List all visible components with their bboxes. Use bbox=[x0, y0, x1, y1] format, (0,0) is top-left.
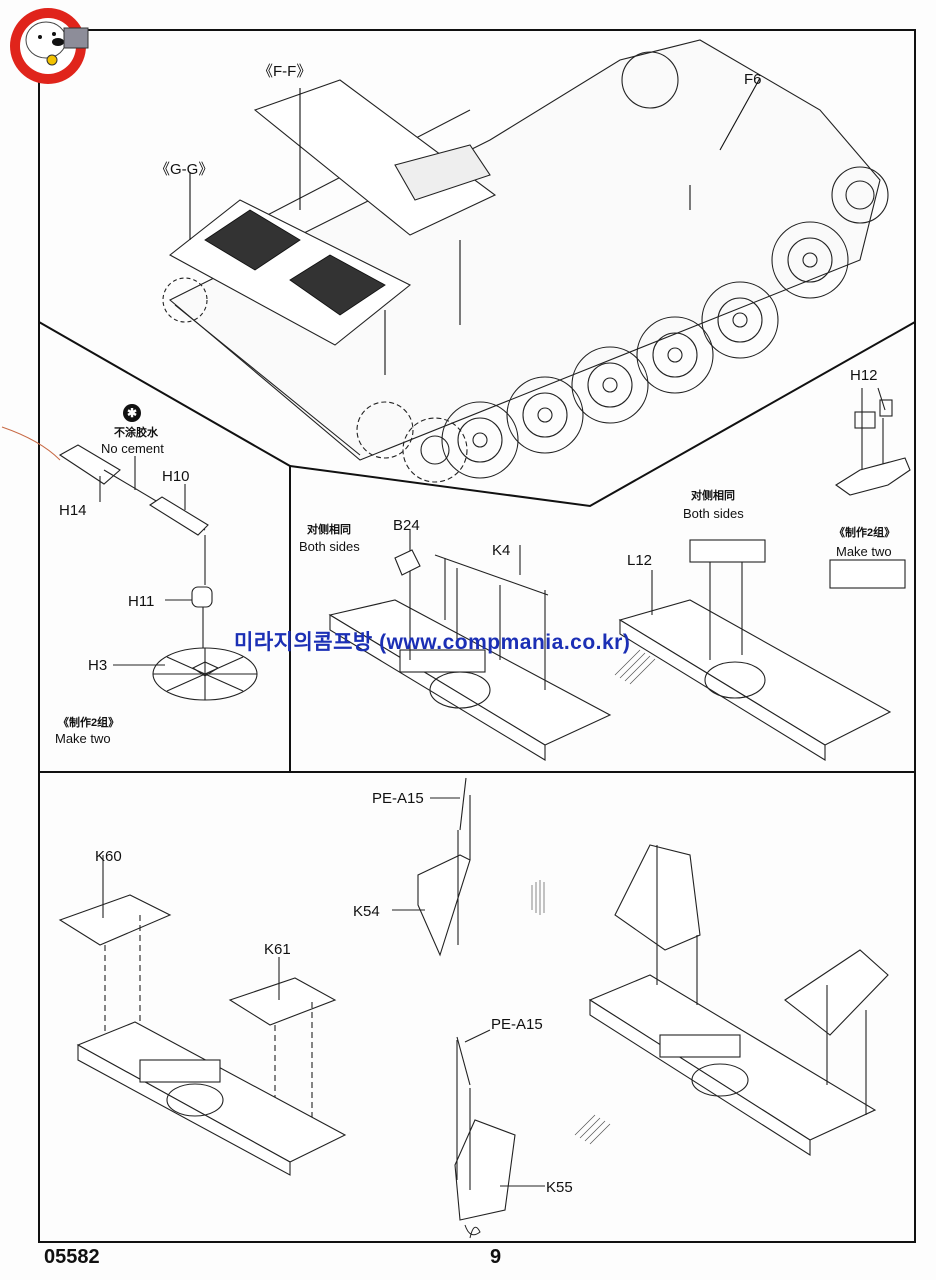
make-two-note-en: Make two bbox=[836, 544, 892, 559]
no-cement-cn: 不涂胶水 bbox=[114, 427, 158, 439]
callout-f6: F6 bbox=[744, 71, 762, 88]
compmania-logo bbox=[10, 8, 89, 84]
hull-floor-plate-right bbox=[618, 539, 906, 761]
callout-h12: H12 bbox=[850, 367, 878, 384]
both-sides-left-en: Both sides bbox=[299, 539, 360, 554]
k55-pe-a15-drawing bbox=[454, 1029, 545, 1221]
watermark-text: 미라지의콤프방 (www.compmania.co.kr) bbox=[234, 631, 631, 654]
step-divider-middle bbox=[289, 321, 916, 508]
callout-gg: 《G-G》 bbox=[155, 161, 214, 178]
idler-axle-drawing bbox=[58, 444, 258, 701]
page-number: 9 bbox=[490, 1246, 502, 1268]
both-sides-left-cn: 对侧相同 bbox=[307, 524, 351, 536]
h12-track-link-drawing bbox=[835, 387, 911, 496]
hull-floor-plate-left bbox=[328, 530, 612, 761]
callout-h10: H10 bbox=[162, 468, 190, 485]
hull-assembly-drawing bbox=[162, 39, 889, 483]
callout-h14: H14 bbox=[59, 502, 87, 519]
no-cement-icon: ✱ bbox=[123, 404, 141, 422]
callout-pe-a15-upper: PE-A15 bbox=[372, 790, 424, 807]
callout-k55: K55 bbox=[546, 1179, 573, 1196]
callout-ff: 《F-F》 bbox=[258, 63, 312, 80]
k60-k61-assembly-drawing bbox=[58, 855, 347, 1176]
page-frame bbox=[38, 29, 916, 1243]
callout-k60: K60 bbox=[95, 848, 122, 865]
both-sides-right-en: Both sides bbox=[683, 506, 744, 521]
make-two-cn: 《制作2组》 bbox=[58, 717, 120, 729]
callout-pe-a15-lower: PE-A15 bbox=[491, 1016, 543, 1033]
callout-b24: B24 bbox=[393, 517, 420, 534]
road-wheels bbox=[441, 166, 889, 479]
both-sides-right-cn: 对侧相同 bbox=[691, 490, 735, 502]
callout-l12: L12 bbox=[627, 552, 653, 569]
no-cement-en: No cement bbox=[101, 441, 164, 456]
callout-k4: K4 bbox=[492, 542, 511, 559]
step-divider-top bbox=[38, 321, 291, 772]
rear-plate-assembled-drawing bbox=[588, 844, 889, 1157]
callout-h11: H11 bbox=[128, 593, 155, 610]
k54-pe-a15-drawing bbox=[392, 777, 471, 957]
ff-engine-deck-panel bbox=[253, 79, 497, 236]
make-two-en: Make two bbox=[55, 731, 111, 746]
callout-k61: K61 bbox=[264, 941, 291, 958]
callout-h3: H3 bbox=[88, 657, 108, 674]
kit-code: 05582 bbox=[44, 1246, 100, 1268]
callout-k54: K54 bbox=[353, 903, 380, 920]
drive-sprocket bbox=[356, 401, 468, 483]
make-two-note-cn: 《制作2组》 bbox=[834, 527, 896, 539]
